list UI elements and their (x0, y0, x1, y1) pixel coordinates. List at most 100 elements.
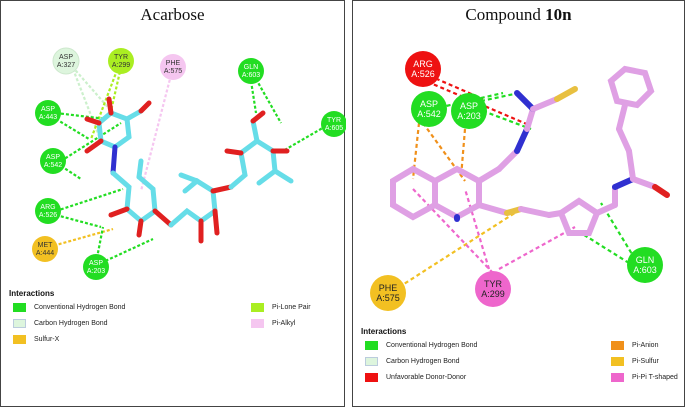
residue-asp203: ASP A:203 (83, 254, 109, 280)
legend-swatch (251, 319, 264, 328)
line-tyr299-c (498, 226, 576, 270)
acarbose-interaction-diagram: ASP A:327 TYR A:299 PHE A:575 GLN A:603 … (32, 47, 346, 280)
legend-swatch (611, 373, 624, 382)
compound-10n-panel: Compound 10n (352, 0, 685, 407)
legend-item-unfavorable-donor: Unfavorable Donor-Donor (365, 373, 466, 382)
line-gln603b (255, 78, 282, 124)
legend-swatch (251, 303, 264, 312)
line-asp443b (55, 118, 90, 140)
residue-asp542-num: A:542 (44, 162, 62, 169)
legend-label: Pi-Lone Pair (272, 304, 311, 311)
line-gln603-b (580, 232, 630, 264)
residue-phe575: PHE A:575 (370, 275, 406, 311)
residue-met444: MET A:444 (32, 236, 58, 262)
legend-label: Conventional Hydrogen Bond (386, 342, 478, 349)
legend-label: Carbon Hydrogen Bond (386, 358, 460, 365)
legend-label: Carbon Hydrogen Bond (34, 320, 108, 327)
acarbose-panel: Acarbose (0, 0, 346, 407)
residue-tyr605-num: A:605 (325, 125, 343, 132)
line-asp327 (68, 62, 114, 114)
residue-asp443-num: A:443 (39, 114, 57, 121)
residue-phe575: PHE A:575 (160, 54, 186, 80)
residue-arg526: ARG A:526 (405, 51, 441, 87)
legend-swatch (365, 373, 378, 382)
legend-label: Conventional Hydrogen Bond (34, 304, 126, 311)
panel-title-compound: Compound 10n (353, 5, 684, 25)
line-asp542a (60, 122, 122, 162)
line-tyr299-a (412, 188, 494, 274)
residue-tyr299-num: A:299 (481, 289, 505, 299)
residue-arg526-name: ARG (413, 59, 433, 69)
residue-tyr299-name: TYR (114, 54, 128, 61)
legend-label: Pi-Anion (632, 342, 659, 349)
line-tyr605 (282, 125, 327, 152)
residue-tyr299-name: TYR (484, 279, 503, 289)
line-met444 (48, 227, 114, 249)
residue-asp203-num: A:203 (457, 111, 481, 121)
legend-swatch (611, 341, 624, 350)
residue-asp542: ASP A:542 (40, 148, 66, 174)
residue-asp203-name: ASP (89, 260, 103, 267)
residue-arg526-name: ARG (40, 204, 55, 211)
line-gln603-a (600, 202, 636, 260)
residue-gln603-name: GLN (244, 64, 258, 71)
residue-tyr299: TYR A:299 (108, 48, 134, 74)
residue-phe575-num: A:575 (376, 293, 400, 303)
residue-asp443-name: ASP (41, 106, 55, 113)
residue-asp327-name: ASP (59, 54, 73, 61)
title-prefix: Compound (465, 5, 546, 24)
line-gln603a (249, 80, 258, 114)
legend-label: Pi-Alkyl (272, 320, 296, 327)
line-arg526b (55, 213, 102, 229)
residue-phe575-name: PHE (166, 60, 181, 67)
legend-item-conventional-hbond: Conventional Hydrogen Bond (13, 303, 125, 312)
line-phe575-sulfur (392, 208, 522, 292)
line-asp443a (55, 111, 107, 121)
residue-gln603-num: A:603 (242, 72, 260, 79)
legend-swatch (365, 341, 378, 350)
legend-item-carbon-hbond: Carbon Hydrogen Bond (365, 357, 460, 366)
residue-asp542-name: ASP (420, 99, 438, 109)
acarbose-interaction-lines (48, 62, 327, 264)
residue-asp542-name: ASP (46, 154, 60, 161)
acarbose-legend-title: Interactions (9, 289, 55, 298)
residue-tyr299: TYR A:299 (475, 271, 511, 307)
panel-title-acarbose: Acarbose (140, 5, 205, 24)
residue-asp327: ASP A:327 (52, 47, 80, 75)
line-arg526a (55, 187, 124, 213)
line-asp542-anion-a (411, 122, 421, 180)
residue-phe575-name: PHE (379, 283, 398, 293)
residue-met444-name: MET (38, 242, 54, 249)
legend-swatch (13, 335, 26, 344)
legend-label: Unfavorable Donor-Donor (386, 374, 467, 381)
acarbose-molecule (84, 96, 294, 244)
legend-item-pi-anion: Pi-Anion (611, 341, 658, 350)
residue-arg526-num: A:526 (411, 69, 435, 79)
legend-swatch (611, 357, 624, 366)
residue-met444-num: A:444 (36, 250, 54, 257)
legend-label: Pi-Pi T-shaped (632, 374, 678, 381)
acarbose-residues: ASP A:327 TYR A:299 PHE A:575 GLN A:603 … (32, 47, 346, 280)
residue-arg526: ARG A:526 (35, 198, 61, 224)
legend-swatch (13, 303, 26, 312)
residue-phe575-num: A:575 (164, 68, 182, 75)
residue-tyr605: TYR A:605 (321, 111, 346, 137)
legend-item-pi-lone-pair: Pi-Lone Pair (251, 303, 311, 312)
compound-legend-title: Interactions (361, 327, 407, 336)
legend-item-sulfur-x: Sulfur-X (13, 335, 59, 344)
residue-arg526-num: A:526 (39, 212, 57, 219)
residue-gln603: GLN A:603 (238, 58, 264, 84)
line-tyr299 (89, 64, 121, 140)
compound-residues: ARG A:526 ASP A:542 ASP A:203 GLN A:603 … (370, 51, 663, 311)
compound-10n-interaction-diagram: ARG A:526 ASP A:542 ASP A:203 GLN A:603 … (370, 51, 670, 311)
line-asp203-hb2 (480, 91, 520, 103)
residue-tyr605-name: TYR (327, 117, 341, 124)
residue-asp203-num: A:203 (87, 268, 105, 275)
line-tyr299b (109, 66, 123, 112)
residue-asp327-num: A:327 (57, 62, 75, 69)
line-asp203-hb (482, 109, 532, 131)
legend-swatch (13, 319, 26, 328)
residue-gln603-num: A:603 (633, 265, 657, 275)
legend-label: Sulfur-X (34, 336, 60, 343)
legend-item-carbon-hbond: Carbon Hydrogen Bond (13, 319, 108, 328)
